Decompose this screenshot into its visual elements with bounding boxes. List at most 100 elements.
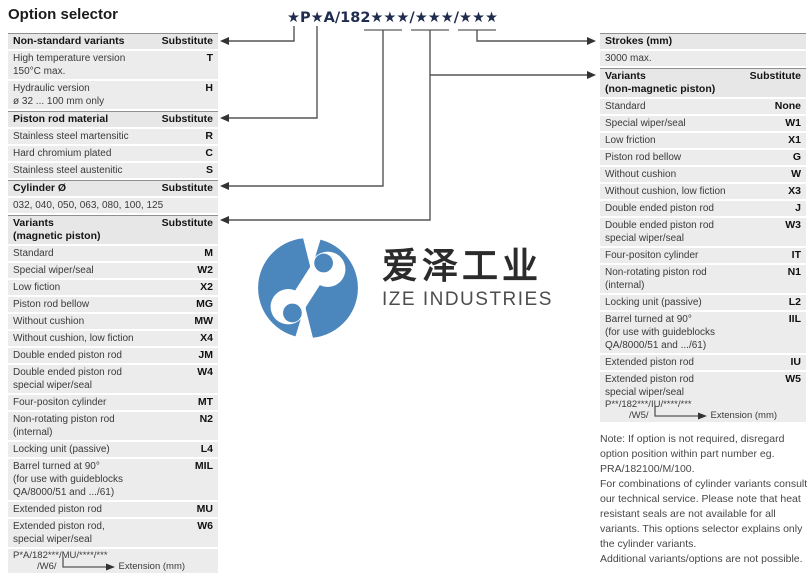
option-code: R [205, 130, 213, 142]
option-label: Low fiction [13, 282, 61, 293]
option-label: Non-rotating piston rod (internal) [13, 414, 115, 438]
option-code: M [204, 247, 213, 259]
option-label: Without cushion [13, 316, 85, 327]
option-code: J [795, 202, 801, 214]
option-label: Barrel turned at 90° (for use with guide… [13, 461, 124, 498]
option-row-content: Without cushion, low fiction X3 [605, 185, 801, 198]
option-row-content: Low fiction X2 [13, 281, 213, 294]
section-header-label: Variants (non-magnetic piston) [605, 70, 716, 95]
section-header: Variants (non-magnetic piston) Substitute [600, 68, 806, 97]
option-code: IT [791, 249, 801, 261]
option-row: Locking unit (passive)L2 [600, 295, 806, 310]
option-code: W [791, 168, 801, 180]
option-row: Double ended piston rod J [600, 201, 806, 216]
section-header: Strokes (mm) [600, 33, 806, 49]
option-row-content: Double ended piston rod J [605, 202, 801, 215]
option-label: Double ended piston rod [605, 203, 714, 214]
option-label: Standard [605, 101, 646, 112]
option-code: IIL [788, 313, 801, 325]
option-row-content: Locking unit (passive)L2 [605, 296, 801, 309]
option-row-content: Without cushion MW [13, 315, 213, 328]
option-row-content: Non-rotating piston rod (internal)N1 [605, 266, 801, 292]
option-label: Stainless steel martensitic [13, 131, 129, 142]
substitute-label: Substitute [749, 70, 801, 82]
option-code: JM [198, 349, 213, 361]
option-row-content: Low friction X1 [605, 134, 801, 147]
option-label: Non-rotating piston rod (internal) [605, 267, 707, 291]
option-code: MU [196, 503, 213, 515]
option-label: Double ended piston rod special wiper/se… [605, 220, 714, 244]
option-code: X3 [788, 185, 801, 197]
option-row: Without cushion MW [8, 314, 218, 329]
option-row: Locking unit (passive)L4 [8, 442, 218, 457]
option-code: MW [194, 315, 213, 327]
option-code: MIL [194, 460, 213, 472]
formula-variant-code: /W6/ [37, 561, 57, 572]
option-label: Hard chromium plated [13, 148, 112, 159]
option-row: Standard M [8, 246, 218, 261]
page-title: Option selector [8, 6, 119, 23]
extension-label: Extension (mm) [710, 410, 778, 421]
note-block: Note: If option is not required, disrega… [600, 432, 812, 567]
option-row-content: Barrel turned at 90° (for use with guide… [605, 313, 801, 352]
section-header-label: Piston rod material [13, 113, 109, 125]
option-label: Standard [13, 248, 54, 259]
option-row-content: Hard chromium plated C [13, 147, 213, 160]
ize-logo-icon [258, 236, 358, 340]
option-row: Without cushion, low fiction X3 [600, 184, 806, 199]
option-code: C [205, 147, 213, 159]
option-row: High temperature version 150°C max.T [8, 51, 218, 79]
option-row-content: Double ended piston rod special wiper/se… [605, 219, 801, 245]
option-code: W2 [197, 264, 213, 276]
option-label: Without cushion, low fiction [605, 186, 726, 197]
note-paragraph: Note: If option is not required, disrega… [600, 433, 785, 475]
part-number-formula: P**/182***/IU/****/*** [605, 399, 692, 410]
option-label: Stainless steel austenitic [13, 165, 123, 176]
option-code: X4 [200, 332, 213, 344]
option-code: X1 [788, 134, 801, 146]
connector-lines [227, 26, 589, 221]
option-code: W5 [785, 373, 801, 385]
option-label: Low friction [605, 135, 656, 146]
option-label: Piston rod bellow [605, 152, 682, 163]
arrowheads [220, 37, 596, 224]
option-row: Barrel turned at 90° (for use with guide… [8, 459, 218, 500]
option-label: Special wiper/seal [605, 118, 686, 129]
option-code: X2 [200, 281, 213, 293]
option-row: Double ended piston rod special wiper/se… [8, 365, 218, 393]
option-row: Non-rotating piston rod (internal)N2 [8, 412, 218, 440]
option-row-content: 3000 max. [605, 52, 801, 65]
option-label: 032, 040, 050, 063, 080, 100, 125 [13, 200, 164, 211]
option-code: W4 [197, 366, 213, 378]
elbow-arrow-icon [61, 557, 115, 571]
option-row-content: High temperature version 150°C max.T [13, 52, 213, 78]
section-header-label: Strokes (mm) [605, 35, 673, 47]
section-header-label: Cylinder Ø [13, 182, 67, 194]
option-label: Four-positon cylinder [13, 397, 107, 408]
substitute-label: Substitute [161, 217, 213, 229]
option-code: H [205, 82, 213, 94]
option-code: T [206, 52, 213, 64]
